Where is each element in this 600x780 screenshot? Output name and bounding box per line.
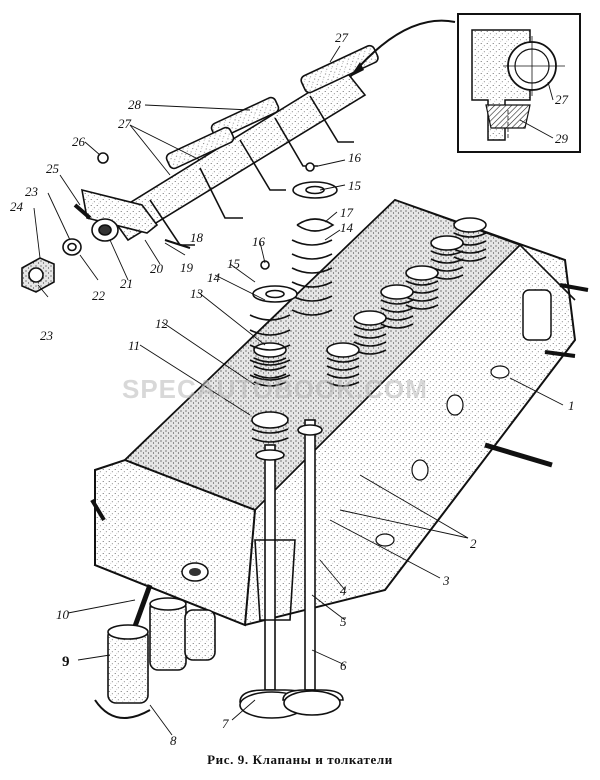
exploded-spring-assembly <box>249 181 338 381</box>
callout-18: 18 <box>190 230 204 245</box>
callout-16-lower: 16 <box>252 234 266 249</box>
callout-24: 24 <box>10 199 24 214</box>
callout-12: 12 <box>155 316 169 331</box>
rocker-arm-assembly <box>21 44 379 293</box>
watermark-text: SPECAUTOBOOK.COM <box>122 374 428 404</box>
callout-28: 28 <box>128 97 142 112</box>
callout-11: 11 <box>128 338 140 353</box>
leader-lines <box>33 45 564 736</box>
callout-5: 5 <box>340 614 347 629</box>
callout-14-lower: 14 <box>207 270 221 285</box>
callout-3: 3 <box>442 573 450 588</box>
callout-1: 1 <box>568 398 575 413</box>
callout-4: 4 <box>340 583 347 598</box>
callout-29: 29 <box>555 131 569 146</box>
callout-2: 2 <box>470 536 477 551</box>
callout-27-inset: 27 <box>555 92 569 107</box>
callout-20: 20 <box>150 261 164 276</box>
tappets-pushrods <box>94 584 216 719</box>
cylinder-head <box>90 198 589 627</box>
figure-caption: Рис. 9. Клапаны и толкатели <box>207 752 393 767</box>
callout-10: 10 <box>56 607 70 622</box>
valves <box>239 419 344 719</box>
valve-springs <box>251 217 487 443</box>
callout-8: 8 <box>170 733 177 748</box>
callout-19: 19 <box>180 260 194 275</box>
callout-27-top: 27 <box>335 30 349 45</box>
callout-25: 25 <box>46 161 60 176</box>
callout-26: 26 <box>72 134 86 149</box>
callout-7: 7 <box>222 716 229 731</box>
callout-6: 6 <box>340 658 347 673</box>
callout-9: 9 <box>62 654 70 670</box>
callout-17: 17 <box>340 205 354 220</box>
callout-23-upper: 23 <box>25 184 39 199</box>
callout-16-upper: 16 <box>348 150 362 165</box>
callout-27-left: 27 <box>118 116 132 131</box>
callout-21: 21 <box>120 276 133 291</box>
callout-15-upper: 15 <box>348 178 362 193</box>
callout-14-upper: 14 <box>340 220 354 235</box>
callout-labels: 1 2 3 4 5 6 7 8 9 10 11 12 13 14 14 15 1… <box>10 30 575 748</box>
callout-13: 13 <box>190 286 204 301</box>
inset-detail <box>349 13 581 153</box>
callout-22: 22 <box>92 288 106 303</box>
callout-15-lower: 15 <box>227 256 241 271</box>
callout-23-lower: 23 <box>40 328 54 343</box>
